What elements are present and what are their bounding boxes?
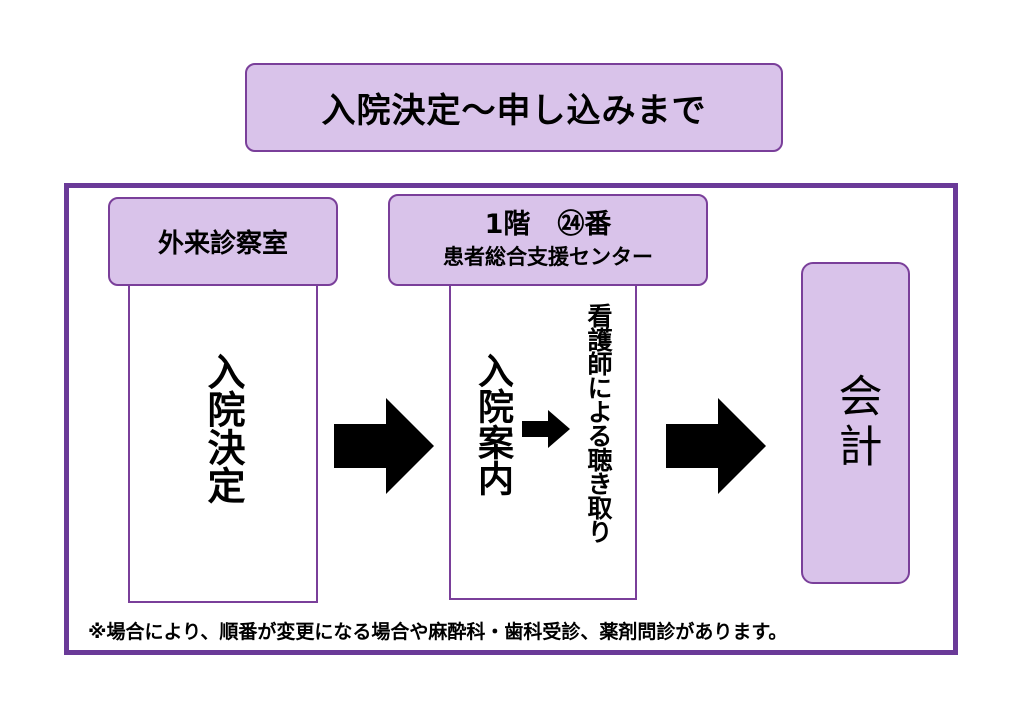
outpatient-box bbox=[128, 276, 318, 603]
support-center-box bbox=[449, 276, 637, 600]
arrow-right-icon bbox=[666, 398, 766, 494]
support-center-name: 患者総合支援センター bbox=[443, 245, 653, 269]
outpatient-header: 外来診察室 bbox=[108, 197, 338, 286]
payment-box: 会計 bbox=[801, 262, 910, 584]
outpatient-body: 入院決定 bbox=[201, 352, 245, 504]
footnote: ※場合により、順番が変更になる場合や麻酔科・歯科受診、薬剤問診があります。 bbox=[88, 621, 788, 643]
support-center-body: 入院案内 bbox=[472, 352, 513, 496]
page-title-text: 入院決定～申し込みまで bbox=[321, 91, 707, 131]
support-center-header: 1階 ㉔番 患者総合支援センター bbox=[388, 194, 708, 286]
arrow-right-icon bbox=[334, 398, 434, 494]
flow-frame bbox=[64, 183, 958, 655]
arrow-right-icon bbox=[522, 410, 570, 448]
payment-label: 会計 bbox=[830, 373, 882, 473]
outpatient-header-text: 外来診察室 bbox=[157, 229, 288, 259]
support-center-location: 1階 ㉔番 bbox=[484, 209, 612, 240]
nurse-interview: 看護師による聴き取り bbox=[584, 303, 613, 543]
page-title: 入院決定～申し込みまで bbox=[245, 63, 783, 152]
